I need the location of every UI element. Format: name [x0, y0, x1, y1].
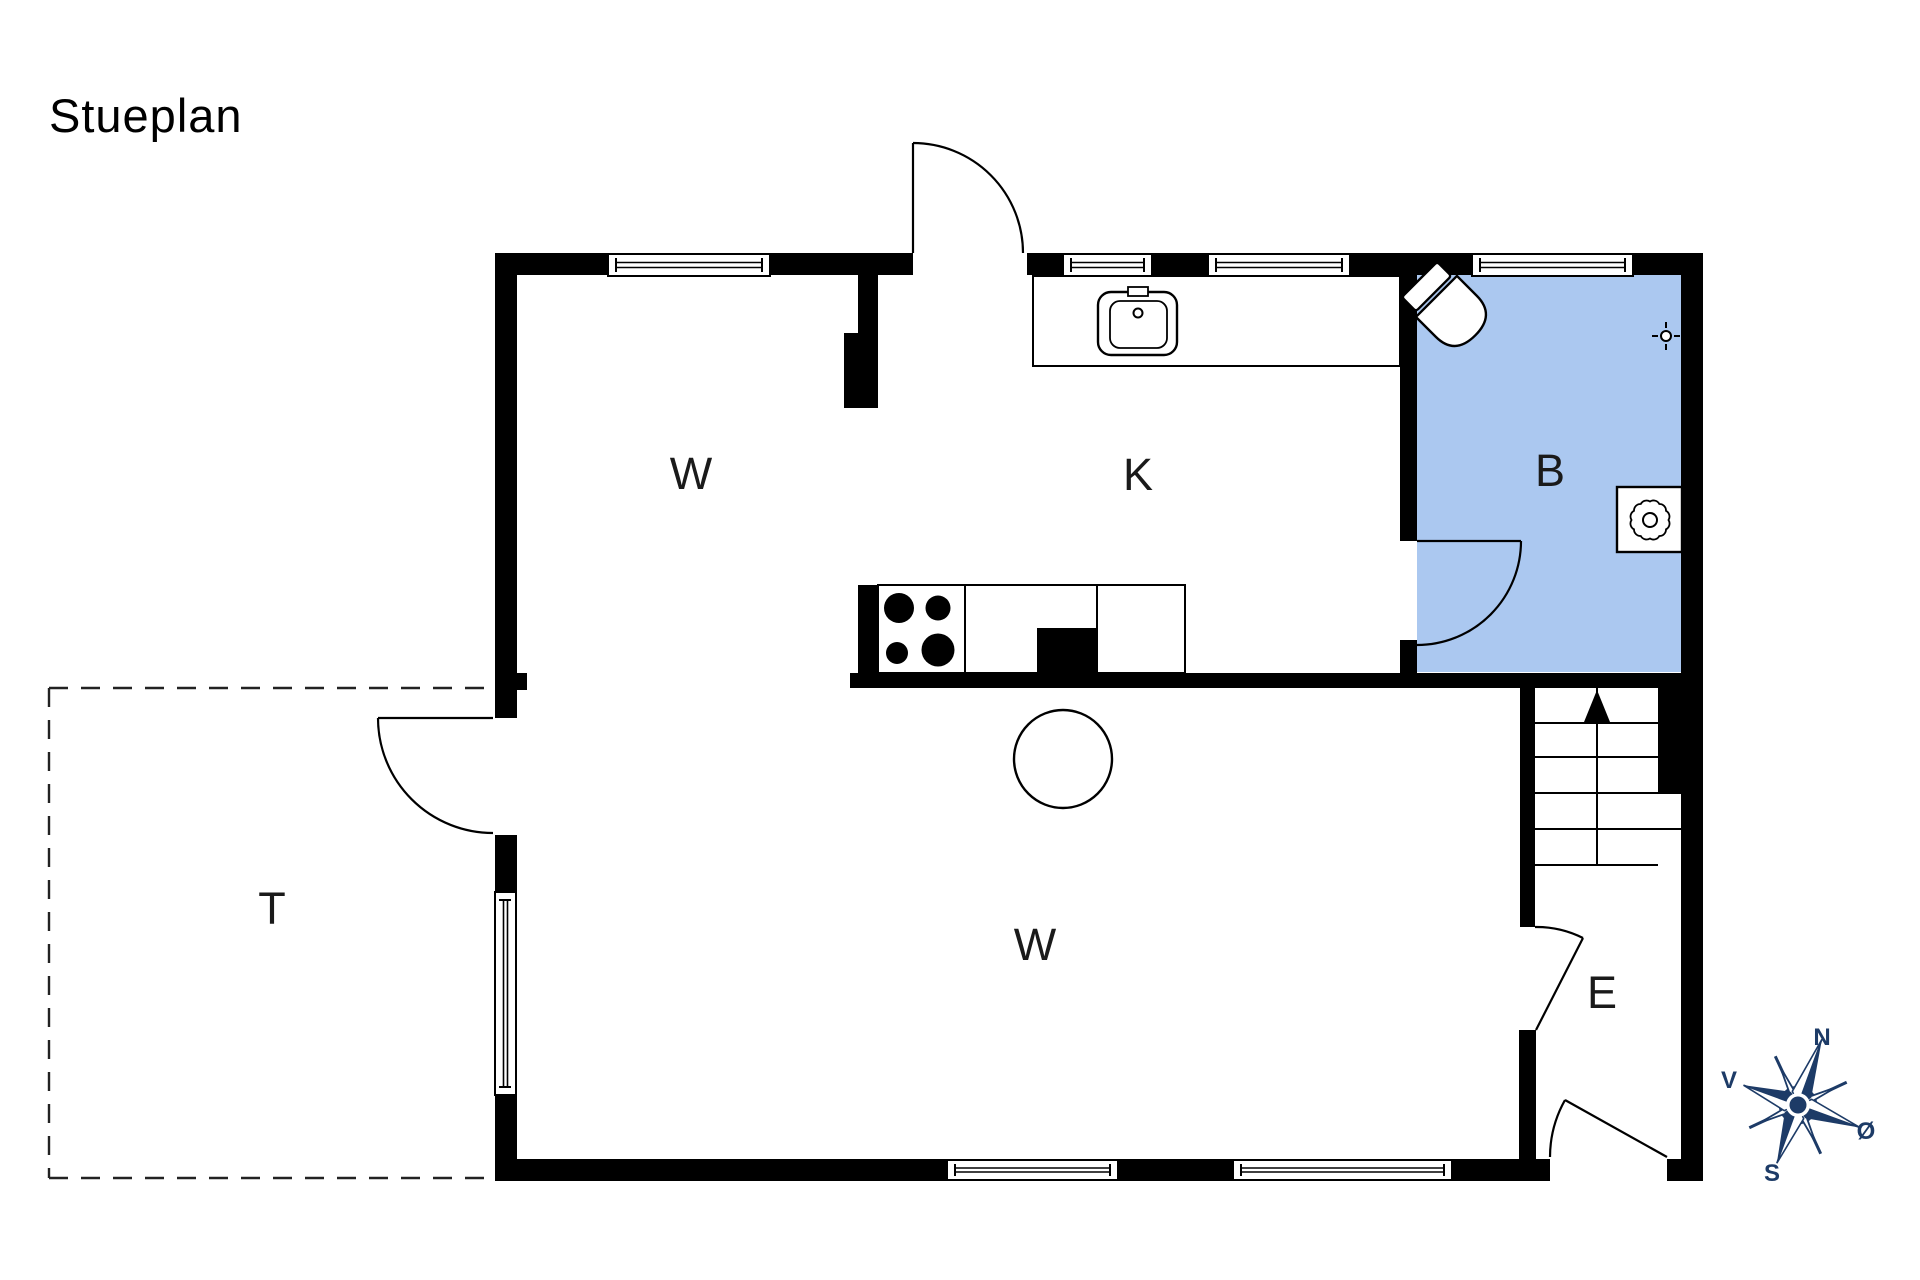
- wall-right: [1681, 253, 1703, 1181]
- window-bottom-2: [1232, 1159, 1453, 1181]
- floor-drain-icon: [1615, 485, 1684, 554]
- window-top-1: [607, 253, 771, 277]
- faucet-icon: [1127, 286, 1149, 297]
- sink-basin: [1109, 300, 1168, 349]
- round-table-icon: [1012, 708, 1114, 810]
- room-label-bathroom: B: [1535, 445, 1565, 496]
- room-label-terrace: T: [258, 883, 286, 934]
- room-label-living-lower: W: [1014, 919, 1057, 970]
- compass-label-west: V: [1721, 1067, 1737, 1094]
- wall-stairs-left: [1520, 688, 1535, 927]
- doors: [376, 141, 1668, 1158]
- stairs-up-arrow-icon: [1584, 690, 1610, 722]
- wall-entry-stub: [1519, 1030, 1536, 1159]
- compass-label-south: S: [1764, 1160, 1780, 1187]
- window-bottom-1: [946, 1159, 1119, 1181]
- wall-left-upper: [495, 253, 517, 718]
- window-left: [494, 891, 517, 1096]
- door-bathroom: [1416, 539, 1523, 647]
- wall-living-kitchen: [858, 275, 878, 408]
- door-entry-inner: [1534, 925, 1584, 1031]
- bathroom-fixtures: [1401, 261, 1684, 554]
- page-title: Stueplan: [49, 89, 243, 142]
- compass-rose-icon: N V Ø S: [1721, 1024, 1876, 1187]
- wall-stove-stub: [858, 585, 878, 673]
- kitchen-fixtures: [877, 275, 1401, 674]
- room-label-living-upper: W: [670, 448, 713, 499]
- wall-stairs-right-block: [1658, 688, 1682, 793]
- counter-appliance-block: [1037, 628, 1097, 673]
- sink-drain-hole: [1132, 307, 1144, 319]
- wall-left-tab: [517, 673, 527, 690]
- door-entry-outer: [1548, 1099, 1668, 1158]
- staircase: [1535, 688, 1682, 866]
- windows: [494, 253, 1634, 1181]
- wall-kitchen-bottom: [850, 673, 1682, 688]
- room-label-entry: E: [1587, 967, 1617, 1018]
- compass-label-north: N: [1813, 1024, 1830, 1051]
- toilet-icon: [1401, 261, 1488, 348]
- window-top-2: [1062, 253, 1153, 277]
- window-bathroom: [1471, 253, 1634, 277]
- door-terrace: [376, 716, 494, 835]
- terrace-outline: [47, 686, 493, 1180]
- wall-bottom-right-segment: [1667, 1159, 1703, 1181]
- thermostat-icon: [1652, 322, 1680, 350]
- compass-label-east: Ø: [1857, 1118, 1876, 1145]
- window-top-3: [1207, 253, 1351, 277]
- stove-icon: [884, 593, 955, 667]
- room-label-kitchen: K: [1123, 449, 1153, 500]
- door-front: [911, 141, 1025, 254]
- kitchen-counter-top: [1032, 275, 1401, 367]
- wall-living-kitchen-notch: [844, 333, 858, 408]
- wall-kitchen-bath-upper: [1400, 275, 1417, 541]
- kitchen-counter-bottom: [877, 584, 1186, 674]
